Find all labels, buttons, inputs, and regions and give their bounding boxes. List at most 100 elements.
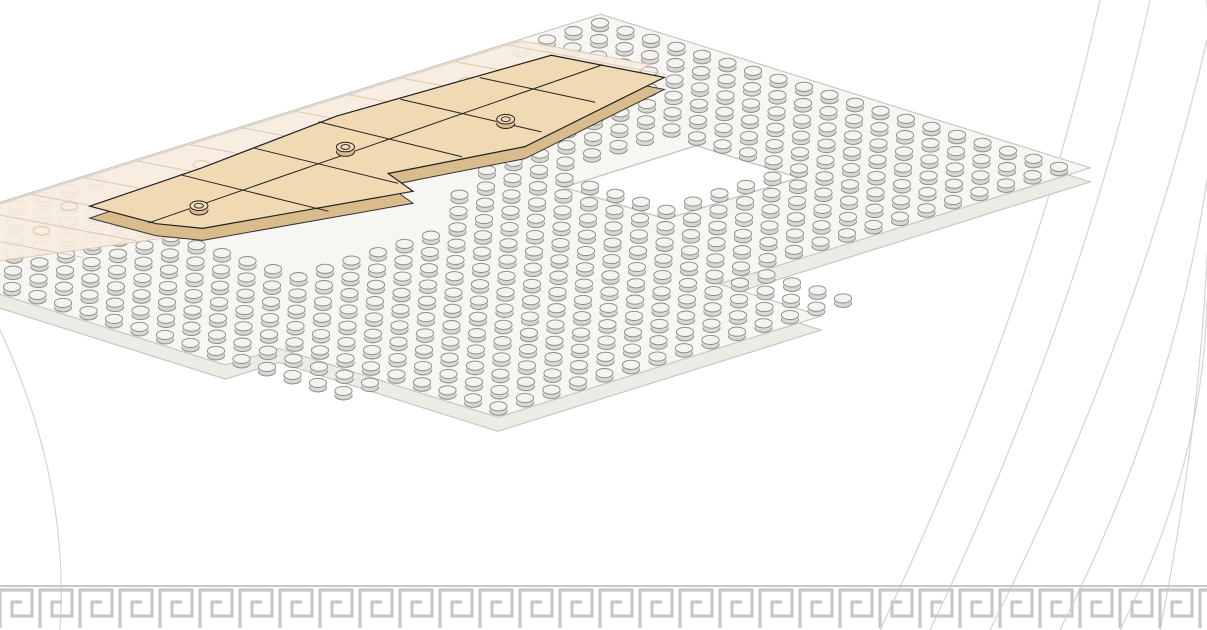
stud-top [339,321,356,330]
stud [707,254,724,268]
stud-top [809,286,826,295]
stud-top [1024,171,1041,180]
stud-top [569,377,586,386]
stud [474,231,491,245]
stud [342,272,359,286]
stud-top [729,311,746,320]
stud [623,344,640,358]
stud-top [758,270,775,279]
stud-top [843,147,860,156]
stud [730,294,747,308]
stud-top [626,295,643,304]
stud-top [677,311,694,320]
stud-top [185,289,202,298]
stud-top [742,99,759,108]
key-segment [1000,590,1032,628]
stud [3,282,20,296]
stud-top [741,115,758,124]
stud [289,289,306,303]
stud-top [787,213,804,222]
swoosh-line [930,0,1150,630]
stud-top [261,313,278,322]
stud-top [693,50,710,59]
stud [666,75,683,89]
stud-top [814,204,831,213]
stud-top [394,272,411,281]
stud [896,131,913,145]
stud [606,206,623,220]
stud-top [156,330,173,339]
stud [470,296,487,310]
stud [658,205,675,219]
stud [760,237,777,251]
stud-top [736,197,753,206]
stud-top [737,180,754,189]
stud [733,246,750,260]
stud-top [611,124,628,133]
stud-top [544,369,561,378]
stud [395,256,412,270]
stud [550,271,567,285]
stud-top [285,354,302,363]
stud-top [769,91,786,100]
stud-top [439,386,456,395]
stud [286,338,303,352]
stud [758,270,775,284]
stud-top [999,146,1016,155]
stud-top [869,155,886,164]
stud-top [664,107,681,116]
stud [161,249,178,263]
stud-top [312,329,329,338]
stud [841,180,858,194]
stud-top [682,230,699,239]
stud-top [31,258,48,267]
key-segment [0,590,32,628]
stud-top [477,182,494,191]
stud [731,278,748,292]
stud-top [525,247,542,256]
stud-top [668,42,685,51]
stud-top [546,336,563,345]
stud [815,188,832,202]
stud-top [735,213,752,222]
key-segment [720,590,752,628]
stud [187,257,204,271]
stud [757,286,774,300]
stud-top [547,320,564,329]
stud-top [362,362,379,371]
stud-top [605,222,622,231]
stud-top [493,353,510,362]
stud [31,258,48,272]
stud-top [760,237,777,246]
stud [133,290,150,304]
stud-top [733,246,750,255]
stud [529,182,546,196]
stud-top [476,198,493,207]
stud [157,314,174,328]
stud-top [998,163,1015,172]
stud-top [415,345,432,354]
stud-top [676,327,693,336]
stud [262,297,279,311]
stud [683,213,700,227]
stud-top [606,206,623,215]
stud [604,238,621,252]
stud [693,50,710,64]
stud-top [867,188,884,197]
stud [708,238,725,252]
stud-top [258,362,275,371]
stud [893,179,910,193]
stud [821,90,838,104]
stud-top [816,172,833,181]
stud-top [550,271,567,280]
stud [844,131,861,145]
stud [973,155,990,169]
stud [945,179,962,193]
key-segment [1040,590,1072,628]
stud [495,320,512,334]
stud-top [684,197,701,206]
stud-top [159,281,176,290]
stud-top [581,181,598,190]
stud [285,354,302,368]
stud [794,99,811,113]
